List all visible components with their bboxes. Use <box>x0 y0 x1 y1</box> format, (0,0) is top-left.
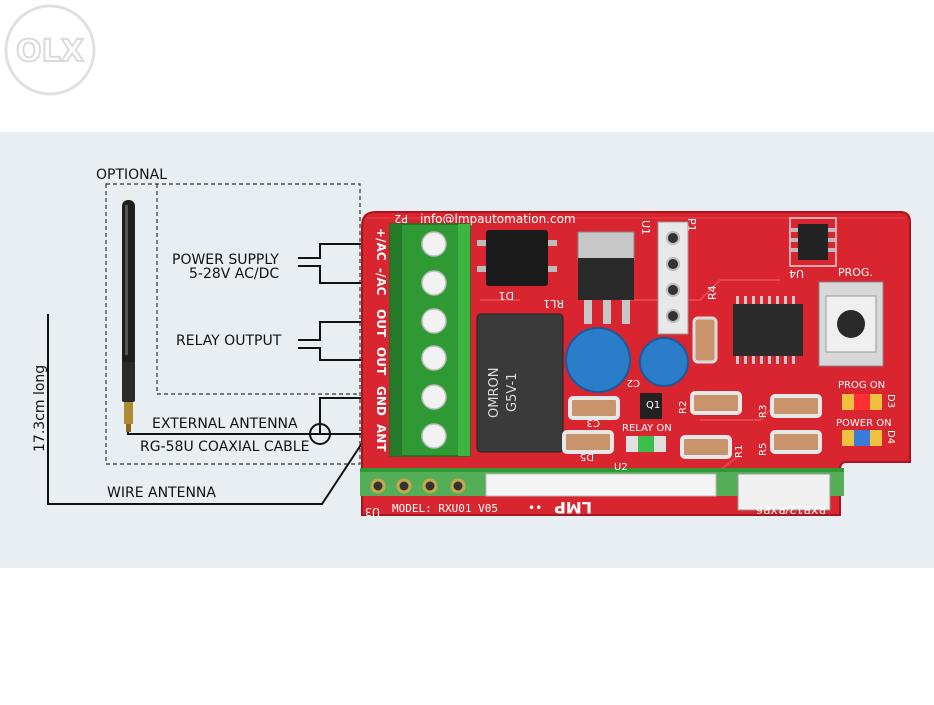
prog-on-led <box>842 394 882 410</box>
ref-p2: P2 <box>394 212 408 225</box>
prog-button-label: PROG. <box>838 266 873 279</box>
relay-output-label: RELAY OUTPUT <box>176 333 282 349</box>
capacitor-large <box>565 327 631 393</box>
omron-relay: OMRON G5V-1 <box>476 313 564 453</box>
coax-cable-label: RG-58U COAXIAL CABLE <box>140 439 309 455</box>
power-on-led <box>842 430 882 446</box>
voltage-regulator-rl1 <box>577 231 635 324</box>
terminal-label-6: ANT <box>374 424 388 452</box>
resistor-r4 <box>692 316 718 364</box>
ref-c2: C2 <box>627 377 640 388</box>
ref-u1: U1 <box>639 220 652 235</box>
rubber-antenna-icon <box>122 200 135 432</box>
header-pins-p1 <box>657 221 689 335</box>
power-on-label: POWER ON <box>836 418 892 429</box>
module-label: RXB12/RXB6 <box>756 503 826 516</box>
relay-on-label: RELAY ON <box>622 423 672 434</box>
eeprom-u4 <box>789 217 837 267</box>
terminal-block <box>389 223 471 457</box>
ref-d4: D4 <box>885 430 896 444</box>
relay-on-led <box>626 436 666 452</box>
olx-logo-text: OLX <box>16 34 84 69</box>
ref-c3: C3 <box>587 417 600 428</box>
wire-length-label: 17.3cm long <box>32 365 48 452</box>
lmp-logo: LMP <box>554 498 592 517</box>
external-antenna-label: EXTERNAL ANTENNA <box>152 416 298 432</box>
prog-on-label: PROG ON <box>838 380 885 391</box>
wiring-lines <box>47 243 369 505</box>
capacitor-small <box>639 337 689 387</box>
ref-r4: R4 <box>706 285 719 300</box>
terminal-label-4: OUT <box>374 347 388 376</box>
ref-r2: R2 <box>678 401 689 414</box>
prog-button[interactable] <box>818 281 884 367</box>
ref-r3: R3 <box>758 405 769 418</box>
olx-watermark-logo: OLX <box>4 4 96 96</box>
wire-antenna-label: WIRE ANTENNA <box>107 485 216 501</box>
ref-q1: Q1 <box>646 400 660 411</box>
smd-components <box>562 391 822 459</box>
terminal-label-2: -/AC <box>374 268 388 296</box>
power-range-label: 5-28V AC/DC <box>189 266 279 282</box>
ref-rl1: RL1 <box>543 297 564 310</box>
ref-u2: U2 <box>614 462 628 473</box>
optional-label: OPTIONAL <box>96 167 167 183</box>
relay-brand: OMRON <box>487 368 502 418</box>
bridge-rectifier-d1 <box>486 230 548 286</box>
ref-r5: R5 <box>758 443 769 456</box>
terminal-label-1: +/AC <box>374 228 388 261</box>
optional-routing-dashed <box>156 184 360 395</box>
relay-model: G5V-1 <box>505 373 520 412</box>
model-label: MODEL: RXU01 V05 <box>392 502 498 515</box>
coax-shield-marker <box>309 423 331 445</box>
rf-module <box>360 468 844 511</box>
power-supply-label: POWER SUPPLY <box>172 252 279 268</box>
dots-marker: •• <box>528 501 542 515</box>
pcb-email: info@lmpautomation.com <box>420 212 576 226</box>
ref-d3: D3 <box>885 394 896 408</box>
ref-u4: U4 <box>789 267 804 280</box>
ref-d1: D1 <box>499 289 514 302</box>
terminal-label-5: GND <box>374 386 388 416</box>
receiver-pcb: info@lmpautomation.com P2 +/AC -/AC OUT … <box>360 211 911 518</box>
ref-r1: R1 <box>734 445 745 458</box>
ref-u3: U3 <box>365 505 380 518</box>
terminal-labels: +/AC -/AC OUT OUT GND ANT <box>374 228 388 452</box>
microcontroller-chip <box>733 296 803 364</box>
ref-d5: D5 <box>580 451 594 462</box>
terminal-label-3: OUT <box>374 309 388 338</box>
optional-dashed-box <box>105 183 361 465</box>
